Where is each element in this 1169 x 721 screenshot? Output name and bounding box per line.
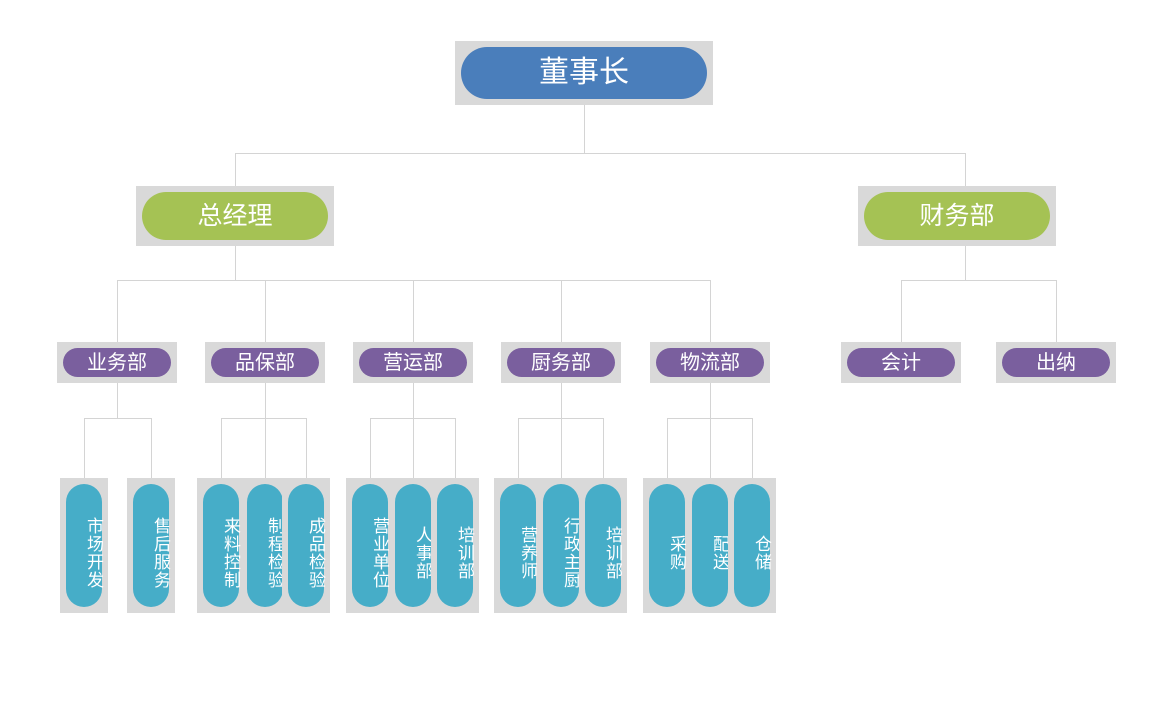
node-cashier-label: 出纳 <box>1002 348 1110 377</box>
node-market-development[interactable]: 市场开发 <box>60 478 108 613</box>
node-logistics-department[interactable]: 物流部 <box>650 342 770 383</box>
connector-drop-distribution <box>710 418 711 478</box>
connector-business-bus <box>84 418 151 419</box>
connector-kitchen-bus <box>518 418 603 419</box>
node-procurement[interactable]: 采购 <box>643 478 691 613</box>
connector-drop-operations <box>413 280 414 342</box>
connector-kitchen-stem <box>561 383 562 418</box>
node-operations-department[interactable]: 营运部 <box>353 342 473 383</box>
node-quality-department[interactable]: 品保部 <box>205 342 325 383</box>
connector-drop-quality <box>265 280 266 342</box>
connector-finance-stem <box>965 246 966 280</box>
node-hr-department[interactable]: 人事部 <box>389 478 437 613</box>
node-finished-product-inspection-label: 成品检验 <box>288 484 325 607</box>
connector-drop-business <box>117 280 118 342</box>
connector-drop-accounting <box>901 280 902 342</box>
node-training-department-operations-label: 培训部 <box>437 484 474 607</box>
connector-business-stem <box>117 383 118 418</box>
connector-drop-businessunit <box>370 418 371 478</box>
connector-root-bus <box>235 153 965 154</box>
node-training-department-operations[interactable]: 培训部 <box>431 478 479 613</box>
node-finished-product-inspection[interactable]: 成品检验 <box>282 478 330 613</box>
connector-drop-procurement <box>667 418 668 478</box>
node-nutritionist[interactable]: 营养师 <box>494 478 542 613</box>
node-nutritionist-label: 营养师 <box>500 484 537 607</box>
node-operations-department-label: 营运部 <box>359 348 467 377</box>
node-accounting-label: 会计 <box>847 348 955 377</box>
connector-operations-stem <box>413 383 414 418</box>
node-business-unit-label: 营业单位 <box>352 484 389 607</box>
node-warehousing[interactable]: 仓储 <box>728 478 776 613</box>
node-quality-department-label: 品保部 <box>211 348 319 377</box>
node-cashier[interactable]: 出纳 <box>996 342 1116 383</box>
connector-drop-general-manager <box>235 153 236 186</box>
connector-logistics-stem <box>710 383 711 418</box>
connector-drop-warehouse <box>752 418 753 478</box>
node-business-unit[interactable]: 营业单位 <box>346 478 394 613</box>
node-executive-chef-label: 行政主厨 <box>543 484 580 607</box>
node-business-department[interactable]: 业务部 <box>57 342 177 383</box>
connector-drop-cashier <box>1056 280 1057 342</box>
node-after-sales-service[interactable]: 售后服务 <box>127 478 175 613</box>
connector-finance-bus <box>901 280 1056 281</box>
connector-quality-stem <box>265 383 266 418</box>
node-incoming-material-control[interactable]: 来料控制 <box>197 478 245 613</box>
connector-drop-nutritionist <box>518 418 519 478</box>
node-general-manager[interactable]: 总经理 <box>136 186 334 246</box>
node-procurement-label: 采购 <box>649 484 686 607</box>
node-warehousing-label: 仓储 <box>734 484 771 607</box>
node-distribution-label: 配送 <box>692 484 729 607</box>
node-logistics-department-label: 物流部 <box>656 348 764 377</box>
connector-drop-process <box>265 418 266 478</box>
connector-drop-training-ops <box>455 418 456 478</box>
connector-gm-stem <box>235 246 236 280</box>
connector-drop-finance <box>965 153 966 186</box>
connector-logistics-bus <box>667 418 752 419</box>
node-chairman[interactable]: 董事长 <box>455 41 713 105</box>
connector-drop-market-dev <box>84 418 85 478</box>
node-kitchen-department-label: 厨务部 <box>507 348 615 377</box>
node-business-department-label: 业务部 <box>63 348 171 377</box>
node-finance-department-label: 财务部 <box>864 192 1050 240</box>
node-finance-department[interactable]: 财务部 <box>858 186 1056 246</box>
connector-drop-finished <box>306 418 307 478</box>
connector-drop-training-kitchen <box>603 418 604 478</box>
connector-drop-incoming <box>221 418 222 478</box>
node-hr-department-label: 人事部 <box>395 484 432 607</box>
node-general-manager-label: 总经理 <box>142 192 328 240</box>
node-kitchen-department[interactable]: 厨务部 <box>501 342 621 383</box>
node-training-department-kitchen-label: 培训部 <box>585 484 622 607</box>
node-executive-chef[interactable]: 行政主厨 <box>537 478 585 613</box>
node-accounting[interactable]: 会计 <box>841 342 961 383</box>
node-incoming-material-control-label: 来料控制 <box>203 484 240 607</box>
node-distribution[interactable]: 配送 <box>686 478 734 613</box>
connector-drop-aftersales <box>151 418 152 478</box>
connector-drop-logistics <box>710 280 711 342</box>
node-market-development-label: 市场开发 <box>66 484 103 607</box>
node-training-department-kitchen[interactable]: 培训部 <box>579 478 627 613</box>
connector-operations-bus <box>370 418 455 419</box>
connector-drop-kitchen <box>561 280 562 342</box>
connector-root-stem <box>584 104 585 153</box>
node-process-inspection-label: 制程检验 <box>247 484 284 607</box>
connector-drop-chef <box>561 418 562 478</box>
node-process-inspection[interactable]: 制程检验 <box>241 478 289 613</box>
node-chairman-label: 董事长 <box>461 47 707 99</box>
connector-quality-bus <box>221 418 306 419</box>
node-after-sales-service-label: 售后服务 <box>133 484 170 607</box>
connector-drop-hr <box>413 418 414 478</box>
